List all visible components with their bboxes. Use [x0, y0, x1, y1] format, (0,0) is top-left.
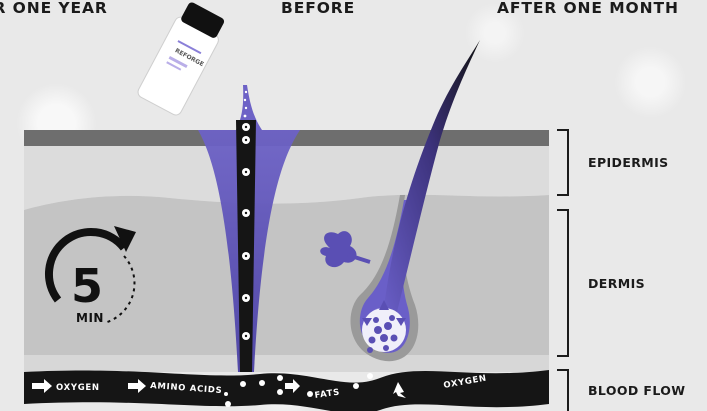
timer-unit: MIN — [76, 311, 104, 325]
label-blood-flow: BLOOD FLOW — [588, 383, 686, 398]
header-after-one-month: AFTER ONE MONTH — [497, 0, 679, 17]
bracket-dermis — [557, 210, 568, 356]
layer-brackets — [557, 130, 568, 411]
bracket-epidermis — [557, 130, 568, 195]
flow-label-oxygen-left: OXYGEN — [56, 383, 100, 393]
lower-dermis-band — [24, 355, 549, 372]
bracket-blood-flow — [557, 370, 568, 411]
dermal-papilla — [362, 308, 406, 352]
label-epidermis: EPIDERMIS — [588, 155, 669, 170]
timer-value: 5 — [71, 259, 103, 313]
header-after-one-year: ER ONE YEAR — [0, 0, 108, 17]
serum-bottle-icon: REFORGE — [136, 0, 229, 117]
label-dermis: DERMIS — [588, 276, 645, 291]
header-before: BEFORE — [281, 0, 355, 17]
